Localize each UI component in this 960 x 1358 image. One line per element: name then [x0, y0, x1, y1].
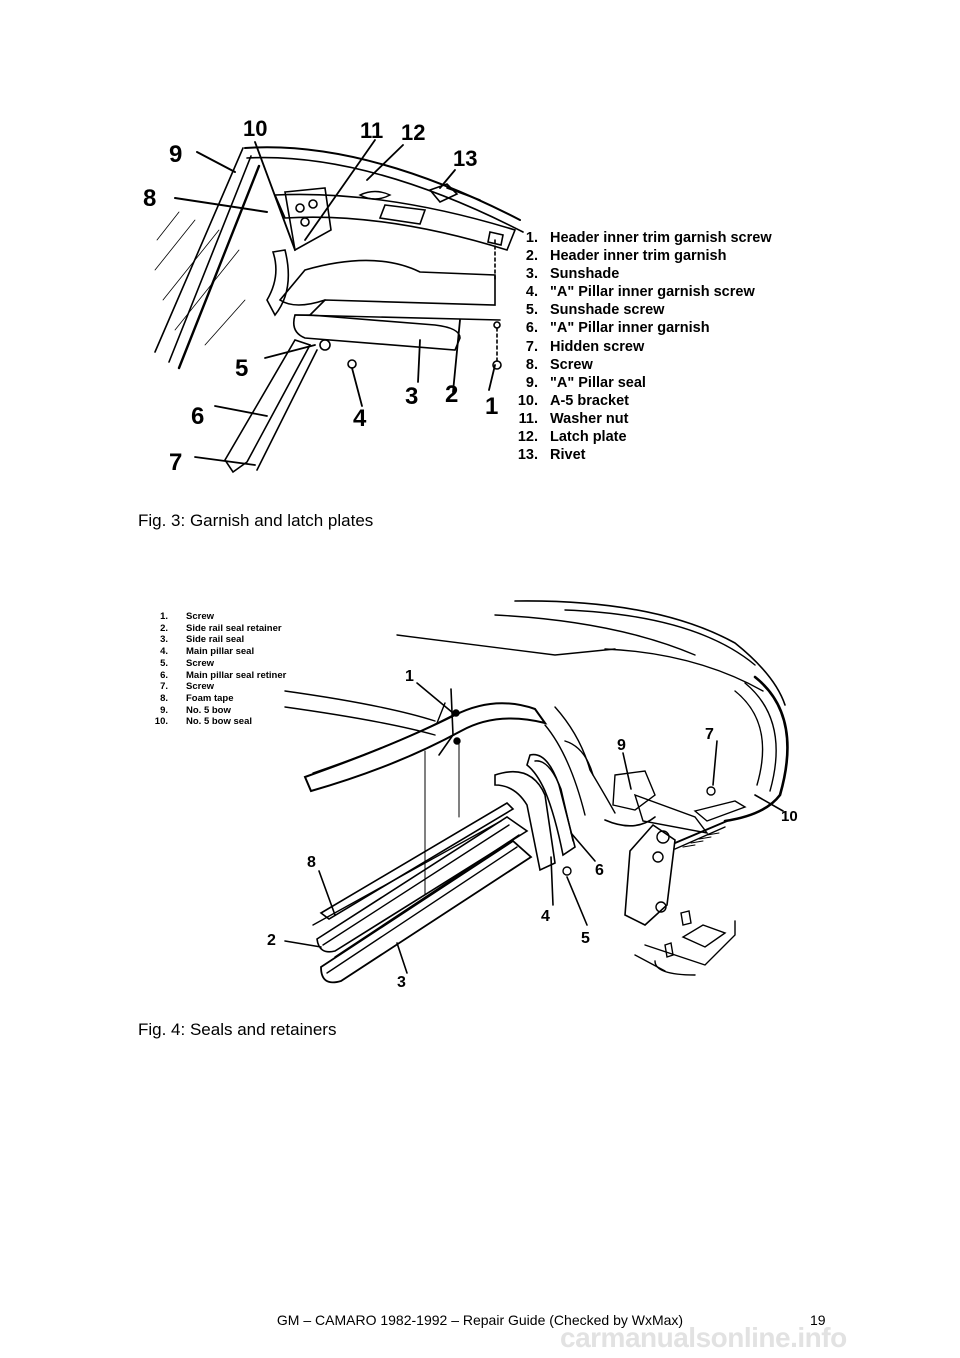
page-footer: GM – CAMARO 1982-1992 – Repair Guide (Ch… [276, 1312, 684, 1328]
legend-item: 5.Screw [160, 657, 214, 669]
legend-item: 11.Washer nut [518, 410, 629, 427]
figure-4-caption: Fig. 4: Seals and retainers [138, 1020, 337, 1039]
fig3-callout-5: 5 [235, 355, 248, 382]
legend-item: 6.Main pillar seal retiner [160, 669, 287, 681]
legend-item: 8.Foam tape [160, 692, 234, 704]
figure-4-drawing: 1 9 7 10 8 6 4 5 2 3 [267, 600, 798, 991]
figure-3-drawing: 10 11 12 13 9 8 5 6 7 4 3 2 1 [143, 116, 524, 476]
fig3-callout-6: 6 [191, 403, 204, 430]
fig4-callout-8: 8 [307, 854, 316, 871]
fig3-callout-2: 2 [445, 381, 458, 408]
figure-3-legend: 1.Header inner trim garnish screw 2.Head… [500, 229, 772, 464]
fig3-callout-13: 13 [453, 146, 477, 171]
legend-item: 13.Rivet [517, 447, 586, 464]
figure-3-illustration: 10 11 12 13 9 8 5 6 7 4 3 2 1 [135, 100, 535, 500]
figure-4-illustration: 1 9 7 10 8 6 4 5 2 3 [135, 595, 820, 1015]
fig3-callout-8: 8 [143, 185, 156, 212]
legend-item: 7.Hidden screw [525, 338, 645, 355]
page-number: 19 [810, 1312, 826, 1328]
figure-4-legend: 1.Screw 2.Side rail seal retainer 3.Side… [140, 611, 287, 728]
fig3-callout-3: 3 [405, 383, 418, 410]
legend-item: 4.Main pillar seal [160, 646, 255, 658]
legend-item: 2.Side rail seal retainer [160, 622, 282, 634]
fig3-callout-11: 11 [360, 118, 383, 143]
fig4-callout-4: 4 [541, 908, 550, 925]
legend-item: 9."A" Pillar seal [525, 374, 646, 391]
fig4-callout-9: 9 [617, 737, 626, 754]
fig4-callout-10: 10 [781, 808, 798, 825]
legend-item: 10.No. 5 bow seal [154, 716, 252, 728]
legend-item: 7.Screw [160, 681, 214, 693]
figure-3-caption: Fig. 3: Garnish and latch plates [138, 511, 374, 530]
legend-item: 1.Screw [160, 611, 214, 622]
legend-item: 1.Header inner trim garnish screw [525, 230, 772, 246]
legend-item: 8.Screw [525, 356, 593, 373]
legend-item: 12.Latch plate [517, 429, 627, 446]
watermark: carmanualsonline.info [560, 1322, 847, 1353]
fig4-callout-2: 2 [267, 932, 276, 949]
legend-item: 3.Sunshade [525, 266, 620, 283]
fig4-callout-6: 6 [595, 862, 604, 879]
fig3-callout-10: 10 [243, 116, 267, 141]
fig3-callout-9: 9 [169, 141, 182, 168]
fig3-callout-12: 12 [401, 120, 425, 145]
legend-item: 4."A" Pillar inner garnish screw [525, 284, 755, 301]
legend-item: 2.Header inner trim garnish [525, 248, 727, 265]
fig4-callout-5: 5 [581, 930, 590, 947]
legend-item: 9.No. 5 bow [160, 704, 231, 716]
legend-item: 3.Side rail seal [160, 634, 245, 646]
legend-item: 10.A-5 bracket [517, 392, 629, 409]
legend-item: 6."A" Pillar inner garnish [525, 320, 710, 337]
fig4-callout-7: 7 [705, 726, 714, 743]
fig3-callout-1: 1 [485, 393, 498, 420]
fig4-callout-1: 1 [405, 668, 414, 685]
fig3-callout-7: 7 [169, 449, 182, 476]
fig3-callout-4: 4 [353, 405, 367, 432]
legend-item: 5.Sunshade screw [525, 302, 665, 319]
fig4-callout-3: 3 [397, 974, 406, 991]
